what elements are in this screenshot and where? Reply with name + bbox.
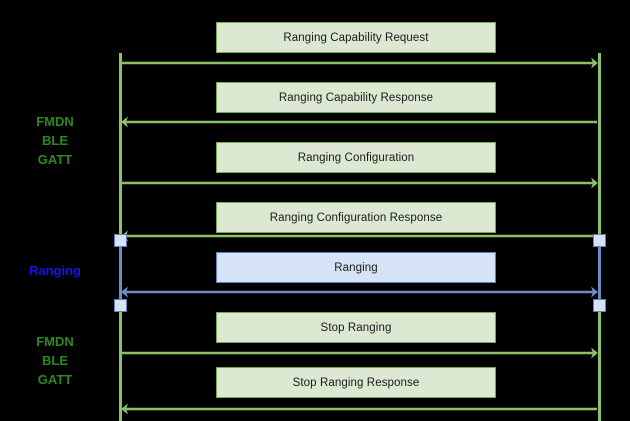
activation-right-bar — [598, 240, 601, 305]
msg-stop-ranging-response-arrow — [121, 403, 597, 415]
msg-ranging-capability-request: Ranging Capability Request — [216, 22, 496, 53]
phase-fmdn-ble-gatt-bottom-line-1: BLE — [42, 353, 68, 368]
msg-ranging-configuration-arrowhead-right — [591, 177, 598, 189]
msg-ranging-label: Ranging — [334, 261, 378, 274]
phase-fmdn-ble-gatt-top: FMDN BLE GATT — [10, 112, 100, 169]
msg-ranging-configuration-response-label: Ranging Configuration Response — [269, 211, 443, 224]
msg-stop-ranging-response: Stop Ranging Response — [216, 367, 496, 398]
msg-stop-ranging-arrow — [122, 347, 598, 359]
msg-ranging-capability-response-label: Ranging Capability Response — [278, 91, 434, 104]
msg-stop-ranging-arrowhead-right — [591, 347, 598, 359]
phase-fmdn-ble-gatt-bottom: FMDN BLE GATT — [10, 332, 100, 389]
msg-stop-ranging-response-label: Stop Ranging Response — [292, 376, 420, 389]
msg-ranging-configuration: Ranging Configuration — [216, 142, 496, 173]
msg-stop-ranging: Stop Ranging — [216, 312, 496, 343]
msg-ranging-configuration-label: Ranging Configuration — [297, 151, 415, 164]
phase-fmdn-ble-gatt-bottom-line-2: GATT — [37, 372, 73, 387]
activation-right-cap-top — [592, 233, 606, 247]
msg-ranging-capability-request-arrowhead-right — [591, 57, 598, 69]
activation-left-cap-bottom — [113, 298, 127, 312]
phase-fmdn-ble-gatt-top-line-2: GATT — [37, 152, 73, 167]
activation-left-bar — [119, 240, 122, 305]
msg-ranging-capability-request-label: Ranging Capability Request — [283, 31, 429, 44]
msg-ranging-capability-response-arrow — [121, 116, 597, 128]
msg-ranging-arrow — [121, 286, 598, 298]
msg-stop-ranging-label: Stop Ranging — [320, 321, 392, 334]
phase-fmdn-ble-gatt-bottom-line-0: FMDN — [36, 334, 74, 349]
msg-ranging-arrowhead-left — [121, 286, 128, 298]
msg-ranging: Ranging — [216, 252, 496, 283]
phase-ranging-line-0: Ranging — [29, 263, 81, 278]
msg-stop-ranging-response-arrowhead-left — [121, 403, 128, 415]
phase-fmdn-ble-gatt-top-line-1: BLE — [42, 133, 68, 148]
msg-ranging-capability-request-arrow — [122, 57, 598, 69]
msg-ranging-capability-response: Ranging Capability Response — [216, 82, 496, 113]
msg-ranging-arrowhead-right — [591, 286, 598, 298]
msg-ranging-configuration-arrow — [122, 177, 598, 189]
phase-fmdn-ble-gatt-top-line-0: FMDN — [36, 114, 74, 129]
msg-ranging-configuration-response: Ranging Configuration Response — [216, 202, 496, 233]
activation-right-cap-bottom — [592, 298, 606, 312]
msg-ranging-capability-response-arrowhead-left — [121, 116, 128, 128]
activation-left-cap-top — [113, 233, 127, 247]
phase-ranging: Ranging — [10, 261, 100, 280]
